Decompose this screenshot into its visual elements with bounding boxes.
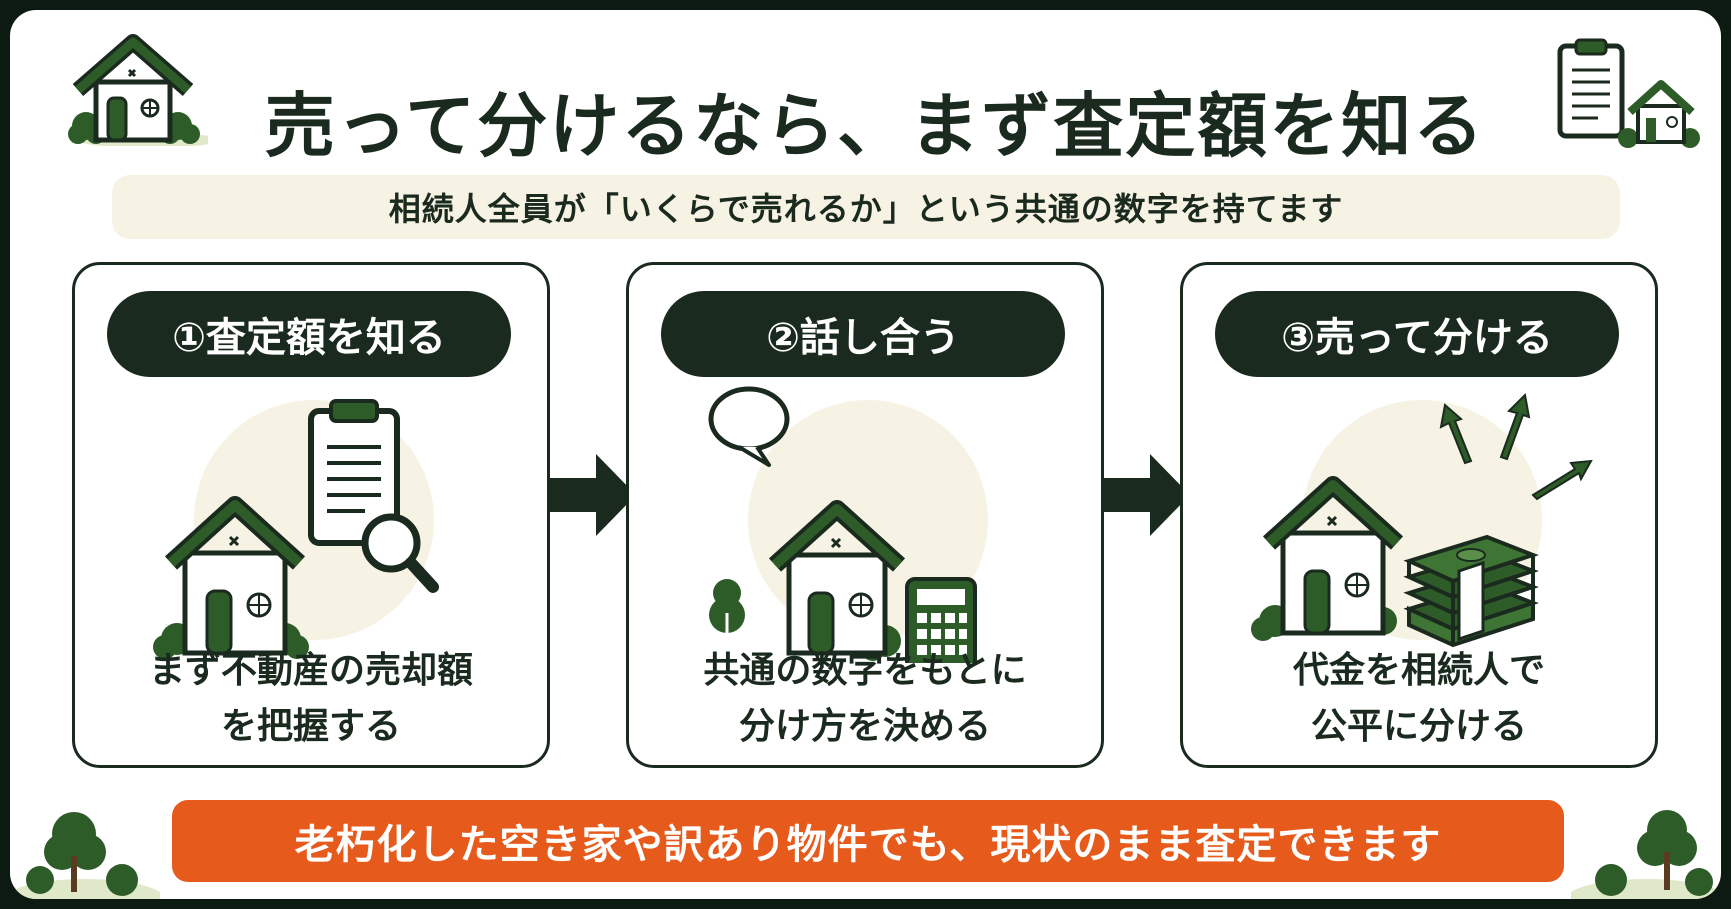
step-2-caption-line1: 共通の数字をもとに xyxy=(703,650,1027,691)
subtitle-text: 相続人全員が「いくらで売れるか」という共通の数字を持てます xyxy=(388,190,1344,228)
notice-text: 老朽化した空き家や訳あり物件でも、現状のまま査定できます xyxy=(294,822,1442,868)
step-3-caption: 代金を相続人で 公平に分ける xyxy=(1183,643,1655,755)
trees-right-icon xyxy=(1571,810,1721,899)
step-2-caption: 共通の数字をもとに 分け方を決める xyxy=(629,643,1101,755)
subtitle-band: 相続人全員が「いくらで売れるか」という共通の数字を持てます xyxy=(112,175,1620,239)
magnifier-icon xyxy=(361,513,439,593)
step-2-label: ②話し合う xyxy=(661,291,1065,377)
house-icon xyxy=(768,500,906,661)
up-arrows-icon xyxy=(1439,392,1593,501)
step-1-caption: まず不動産の売却額 を把握する xyxy=(75,643,547,755)
step-1-caption-line1: まず不動産の売却額 xyxy=(148,650,473,691)
step-2-caption-line2: 分け方を決める xyxy=(738,706,991,747)
house-logo-icon xyxy=(68,34,208,146)
step-3-caption-line1: 代金を相続人で xyxy=(1292,650,1545,691)
page-title: 売って分けるなら、まず査定額を知る xyxy=(264,84,1486,167)
step-3-caption-line2: 公平に分ける xyxy=(1310,706,1527,747)
speech-bubble-icon xyxy=(708,386,790,467)
notice-banner: 老朽化した空き家や訳あり物件でも、現状のまま査定できます xyxy=(172,800,1564,882)
house-icon xyxy=(1251,476,1404,641)
step-card-3: ③売って分ける xyxy=(1180,262,1658,768)
arrow-right-icon-1 xyxy=(550,454,636,536)
trees-left-icon xyxy=(10,812,160,899)
step-1-caption-line2: を把握する xyxy=(220,706,401,747)
step-3-illustration xyxy=(1251,392,1593,648)
house-icon xyxy=(153,496,309,659)
step-1-label: ①査定額を知る xyxy=(107,291,511,377)
clipboard-house-logo-icon xyxy=(1557,38,1700,148)
clipboard-icon xyxy=(308,399,400,546)
step-1-illustration xyxy=(153,399,439,659)
infographic-panel: 売って分けるなら、まず査定額を知る 相続人全員が「いくらで売れるか」という共通の… xyxy=(10,10,1721,899)
tree-icon xyxy=(709,579,745,653)
step-2-illustration xyxy=(708,386,977,663)
money-stack-icon xyxy=(1403,534,1539,648)
step-card-2: ②話し合う xyxy=(626,262,1104,768)
step-3-label: ③売って分ける xyxy=(1215,291,1619,377)
calculator-icon xyxy=(905,577,977,663)
arrow-right-icon-2 xyxy=(1104,454,1190,536)
step-card-1: ①査定額を知る xyxy=(72,262,550,768)
